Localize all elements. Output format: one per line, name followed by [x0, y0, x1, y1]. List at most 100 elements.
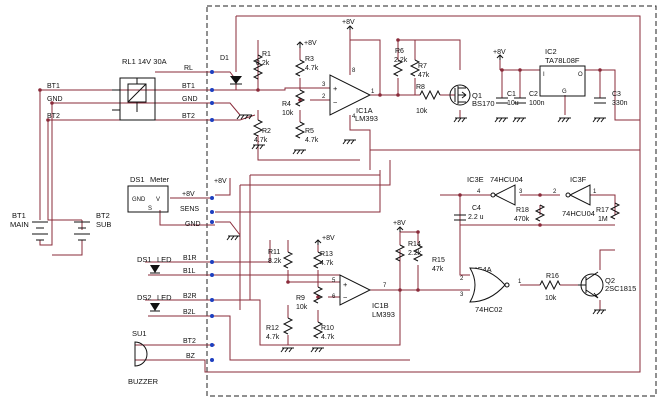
svg-text:R16: R16 — [546, 273, 559, 280]
svg-text:R2: R2 — [262, 128, 271, 135]
board-outline — [206, 5, 657, 397]
svg-text:B1L: B1L — [183, 268, 196, 275]
svg-text:47k: 47k — [432, 266, 444, 273]
svg-text:3: 3 — [322, 82, 326, 88]
svg-text:8: 8 — [352, 68, 356, 74]
svg-text:BT2: BT2 — [182, 113, 195, 120]
svg-text:BS170: BS170 — [472, 99, 495, 108]
capacitors: C1 10u C2 100n C3 330n C4 2.2 u — [454, 91, 628, 221]
svg-text:10k: 10k — [416, 108, 428, 115]
inverter-ic3e: IC3E 74HCU04 4 3 — [467, 175, 523, 206]
svg-text:SUB: SUB — [96, 220, 111, 229]
svg-text:BT2: BT2 — [96, 211, 110, 220]
svg-text:R13: R13 — [320, 251, 333, 258]
svg-text:4.7k: 4.7k — [305, 65, 319, 72]
svg-text:2.2k: 2.2k — [394, 57, 408, 64]
svg-text:S: S — [148, 206, 152, 212]
svg-text:4.7k: 4.7k — [266, 334, 280, 341]
svg-text:3: 3 — [519, 189, 523, 195]
svg-text:R1: R1 — [262, 51, 271, 58]
svg-text:LM393: LM393 — [372, 310, 395, 319]
svg-text:RL1 14V 30A: RL1 14V 30A — [122, 57, 167, 66]
svg-text:10k: 10k — [282, 110, 294, 117]
svg-text:DS1: DS1 — [137, 255, 152, 264]
svg-text:SENS: SENS — [180, 206, 199, 213]
svg-text:GND: GND — [182, 96, 198, 103]
svg-text:LED: LED — [157, 255, 172, 264]
junctions — [38, 38, 602, 362]
svg-text:V: V — [156, 197, 160, 203]
led-ds2: DS2 LED — [137, 293, 172, 312]
svg-text:+: + — [343, 280, 348, 289]
meter-ds1: DS1 Meter GND V S — [127, 175, 170, 213]
svg-text:+: + — [333, 84, 338, 93]
svg-text:C3: C3 — [612, 91, 621, 98]
svg-text:4.7k: 4.7k — [321, 334, 335, 341]
svg-text:1: 1 — [518, 279, 522, 285]
svg-text:2SC1815: 2SC1815 — [605, 284, 636, 293]
svg-text:B2R: B2R — [183, 293, 197, 300]
svg-text:BT1: BT1 — [47, 83, 60, 90]
svg-text:1: 1 — [371, 89, 375, 95]
svg-text:2: 2 — [460, 276, 464, 282]
svg-text:R3: R3 — [305, 56, 314, 63]
resistors: R1 8.2k R2 4.7k R3 4.7k R4 10k R5 4.7k R… — [252, 48, 621, 341]
led-ds1: DS1 LED — [137, 255, 172, 274]
relay-rl1: RL1 14V 30A — [112, 57, 167, 121]
net-labels: RL BT1 GND BT2 BT1 GND BT2 +8V +8V SENS … — [47, 65, 227, 360]
svg-text:D1: D1 — [220, 55, 229, 62]
svg-text:+8V: +8V — [304, 40, 317, 47]
inverter-ic3f: IC3F 2 1 74HCU04 — [553, 175, 597, 218]
svg-text:C1: C1 — [507, 91, 516, 98]
svg-text:8.2k: 8.2k — [256, 60, 270, 67]
svg-text:LM393: LM393 — [355, 114, 378, 123]
buzzer-su1: SU1 BUZZER — [128, 329, 159, 386]
svg-text:R8: R8 — [416, 84, 425, 91]
svg-text:+8V: +8V — [322, 235, 335, 242]
svg-text:GND: GND — [132, 197, 146, 203]
svg-text:C2: C2 — [529, 91, 538, 98]
svg-text:BT1: BT1 — [182, 83, 195, 90]
svg-text:3: 3 — [460, 292, 464, 298]
svg-text:R10: R10 — [321, 325, 334, 332]
svg-text:4: 4 — [477, 189, 481, 195]
wires — [39, 15, 641, 373]
svg-text:Q1: Q1 — [472, 91, 482, 100]
nor-gate-ic4a: IC4A 2 3 1 74HC02 — [460, 265, 522, 314]
ground-symbols — [226, 114, 606, 353]
svg-text:R14: R14 — [408, 241, 421, 248]
battery-bt1: BT1 MAIN — [10, 211, 48, 241]
svg-text:74HCU04: 74HCU04 — [562, 209, 595, 218]
svg-text:C4: C4 — [472, 205, 481, 212]
svg-text:+8V: +8V — [182, 191, 195, 198]
svg-text:10u: 10u — [507, 100, 519, 107]
svg-text:R9: R9 — [296, 295, 305, 302]
svg-text:IC3E: IC3E — [467, 175, 484, 184]
svg-text:+8V: +8V — [393, 220, 406, 227]
svg-text:R15: R15 — [432, 257, 445, 264]
svg-text:R17: R17 — [596, 207, 609, 214]
svg-text:74HC02: 74HC02 — [475, 305, 503, 314]
svg-text:6: 6 — [332, 294, 336, 300]
svg-text:IC4A: IC4A — [475, 265, 492, 274]
svg-text:SU1: SU1 — [132, 329, 147, 338]
svg-text:1: 1 — [593, 189, 597, 195]
svg-text:R5: R5 — [305, 128, 314, 135]
svg-text:R6: R6 — [395, 48, 404, 55]
svg-text:BT1: BT1 — [12, 211, 26, 220]
svg-text:G: G — [562, 89, 567, 95]
svg-text:DS1: DS1 — [130, 175, 145, 184]
svg-text:1M: 1M — [598, 216, 608, 223]
svg-text:IC1A: IC1A — [356, 106, 373, 115]
svg-text:B2L: B2L — [183, 309, 196, 316]
svg-text:2: 2 — [322, 94, 326, 100]
svg-text:4.7k: 4.7k — [254, 137, 268, 144]
svg-text:74HCU04: 74HCU04 — [490, 175, 523, 184]
svg-text:5: 5 — [332, 278, 336, 284]
svg-text:4.7k: 4.7k — [305, 137, 319, 144]
svg-text:10k: 10k — [296, 304, 308, 311]
svg-text:LED: LED — [157, 293, 172, 302]
svg-text:I: I — [543, 72, 545, 78]
svg-text:−: − — [333, 98, 338, 107]
